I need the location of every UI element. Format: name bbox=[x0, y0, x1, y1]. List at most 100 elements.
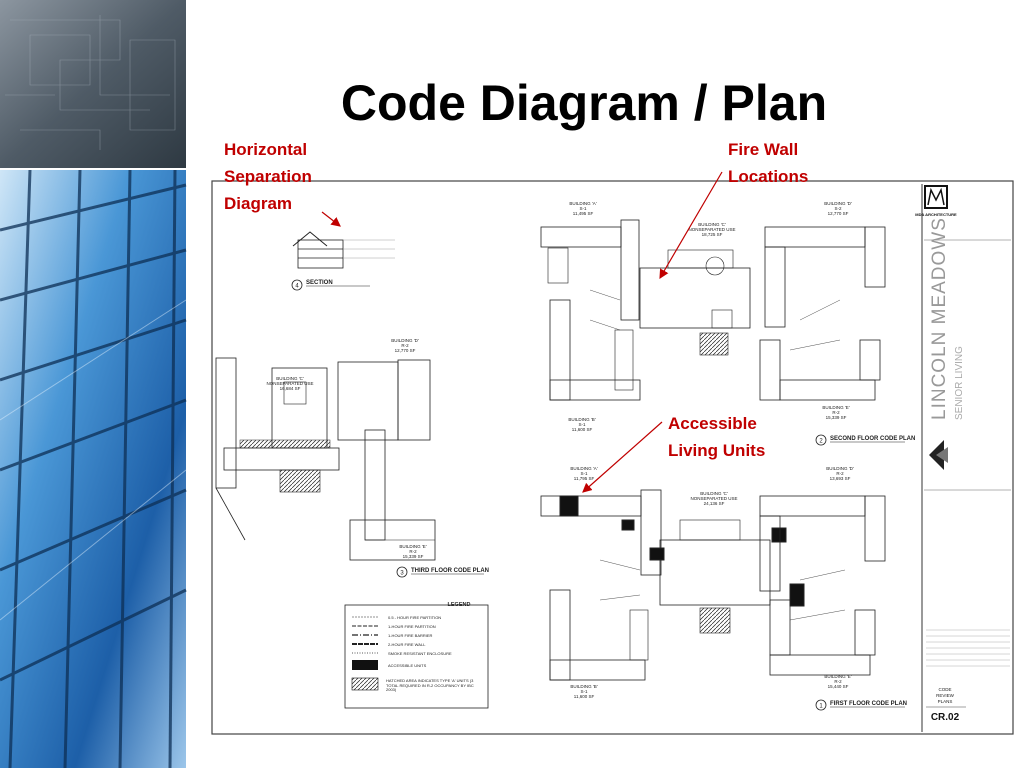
glass-building-mullions bbox=[0, 169, 187, 768]
sidebar-decoration bbox=[0, 0, 187, 768]
first-floor-wing-a bbox=[540, 489, 662, 576]
building-group: S-1 bbox=[580, 471, 588, 476]
building-area: 12,770 SF bbox=[828, 211, 849, 216]
first-floor-view-number: 1 bbox=[819, 704, 823, 710]
building-area: 11,495 SF bbox=[573, 211, 594, 216]
first-floor-wing-d bbox=[759, 495, 886, 592]
second-floor-building-labels: BUILDING 'A' S-1 11,495 SF BUILDING 'C' … bbox=[568, 201, 851, 432]
building-area: 15,339 SF bbox=[403, 554, 424, 559]
building-area: 15,339 SF bbox=[826, 415, 847, 420]
legend: LEGEND 0.5 - HOUR FIRE PARTITION 1-HOUR … bbox=[344, 602, 489, 709]
third-floor-view-number: 3 bbox=[400, 571, 404, 577]
building-group: NONSEPARATED USE bbox=[688, 227, 735, 232]
callout-line: Locations bbox=[728, 167, 808, 186]
third-floor-view-marker bbox=[396, 566, 408, 578]
sheet-title-line-1: CODE bbox=[938, 687, 951, 692]
building-label: BUILDING 'D' bbox=[391, 338, 419, 343]
building-label: BUILDING 'B' bbox=[568, 417, 595, 422]
building-area: 13,693 SF bbox=[830, 476, 851, 481]
building-label: BUILDING 'C' bbox=[700, 491, 728, 496]
building-group: S-1 bbox=[578, 422, 586, 427]
building-area: 18,725 SF bbox=[702, 232, 723, 237]
sheet-title-line-3: PLANS bbox=[938, 699, 953, 704]
first-floor-view-marker bbox=[815, 699, 827, 711]
legend-box bbox=[344, 604, 489, 709]
building-group: R-2 bbox=[401, 343, 409, 348]
building-area: 15,440 SF bbox=[828, 684, 849, 689]
section-view-number: 4 bbox=[295, 284, 299, 290]
callout-fire-wall: Fire Wall Locations bbox=[659, 140, 808, 280]
blueprint-lines bbox=[5, 15, 176, 150]
callout-arrow bbox=[659, 171, 723, 280]
third-floor-building-labels: BUILDING 'D' R-2 12,770 SF BUILDING 'C' … bbox=[266, 338, 426, 559]
third-floor-wing-right bbox=[349, 359, 436, 561]
building-label: BUILDING 'D' bbox=[824, 201, 852, 206]
firm-logo bbox=[924, 185, 948, 209]
drawing-sheet bbox=[211, 180, 1014, 735]
section-roof bbox=[292, 231, 328, 247]
first-floor-wing-b bbox=[549, 589, 649, 681]
callout-line: Separation bbox=[224, 167, 312, 186]
legend-accessible-swatch bbox=[352, 660, 378, 670]
building-area: 11,795 SF bbox=[574, 476, 595, 481]
revision-block bbox=[926, 629, 1010, 667]
callout-horizontal-separation: Horizontal Separation Diagram bbox=[224, 140, 341, 227]
first-floor-leaders bbox=[599, 559, 846, 621]
second-floor-core bbox=[639, 249, 751, 356]
building-label: BUILDING 'A' bbox=[570, 466, 597, 471]
firm-name: MDA ARCHITECTURE bbox=[915, 212, 957, 217]
legend-item-label: SMOKE RESISTANT ENCLOSURE bbox=[388, 651, 452, 656]
legend-labels: 0.5 - HOUR FIRE PARTITION 1-HOUR FIRE PA… bbox=[388, 615, 452, 668]
third-floor-view-title: THIRD FLOOR CODE PLAN bbox=[411, 568, 489, 574]
second-floor-view-title: SECOND FLOOR CODE PLAN bbox=[830, 436, 915, 442]
legend-item-label: 1-HOUR FIRE BARRIER bbox=[388, 633, 433, 638]
second-floor-wing-d bbox=[764, 226, 886, 328]
first-floor-view-title: FIRST FLOOR CODE PLAN bbox=[830, 701, 907, 707]
accessible-unit bbox=[621, 519, 635, 531]
accessible-unit bbox=[771, 527, 787, 543]
first-floor-building-labels: BUILDING 'A' S-1 11,795 SF BUILDING 'C' … bbox=[570, 466, 853, 699]
building-group: S-2 bbox=[834, 206, 842, 211]
first-floor-plan bbox=[540, 489, 886, 711]
first-floor-core bbox=[649, 519, 771, 634]
firm-logo-mark bbox=[927, 187, 945, 206]
building-label: BUILDING 'C' bbox=[276, 376, 304, 381]
slide-title: Code Diagram / Plan bbox=[341, 75, 827, 131]
building-label: BUILDING 'D' bbox=[826, 466, 854, 471]
building-label: BUILDING 'C' bbox=[698, 222, 726, 227]
consultant-logo bbox=[929, 440, 948, 470]
callout-accessible-units: Accessible Living Units bbox=[582, 414, 765, 493]
legend-item-label: 0.5 - HOUR FIRE PARTITION bbox=[388, 615, 441, 620]
building-area: 24,136 SF bbox=[704, 501, 725, 506]
section-view-marker bbox=[291, 279, 303, 291]
building-label: BUILDING 'B' bbox=[570, 684, 597, 689]
building-area: 11,600 SF bbox=[574, 694, 595, 699]
second-floor-wing-b bbox=[549, 299, 641, 401]
title-block: MDA ARCHITECTURE LINCOLN MEADOWS SENIOR … bbox=[915, 184, 1011, 732]
third-floor-plan bbox=[215, 357, 436, 578]
callout-line: Diagram bbox=[224, 194, 292, 213]
sheet-title-line-2: REVIEW bbox=[936, 693, 955, 698]
second-floor-plan bbox=[540, 219, 886, 446]
building-label: BUILDING 'E' bbox=[399, 544, 426, 549]
building-label: BUILDING 'E' bbox=[824, 674, 851, 679]
section-view-title: SECTION bbox=[306, 280, 333, 286]
building-group: NONSEPARATED USE bbox=[690, 496, 737, 501]
accessible-unit bbox=[559, 495, 579, 517]
building-label: BUILDING 'A' bbox=[569, 201, 596, 206]
callout-line: Accessible bbox=[668, 414, 757, 433]
sheet-number: CR.02 bbox=[931, 712, 960, 723]
section-building bbox=[297, 239, 344, 269]
building-group: R-2 bbox=[832, 410, 840, 415]
first-floor-wing-e bbox=[769, 583, 876, 676]
building-label: BUILDING 'E' bbox=[822, 405, 849, 410]
accessible-unit bbox=[649, 547, 665, 561]
callout-line: Fire Wall bbox=[728, 140, 798, 159]
blueprint-panel bbox=[0, 0, 186, 168]
second-floor-wing-a bbox=[540, 219, 640, 321]
legend-item-label: ACCESSIBLE UNITS bbox=[388, 663, 427, 668]
legend-item-label: HATCHED AREA INDICATES TYPE 'A' UNITS (3… bbox=[386, 679, 474, 693]
accessible-unit bbox=[789, 583, 805, 607]
building-area: 12,770 SF bbox=[395, 348, 416, 353]
